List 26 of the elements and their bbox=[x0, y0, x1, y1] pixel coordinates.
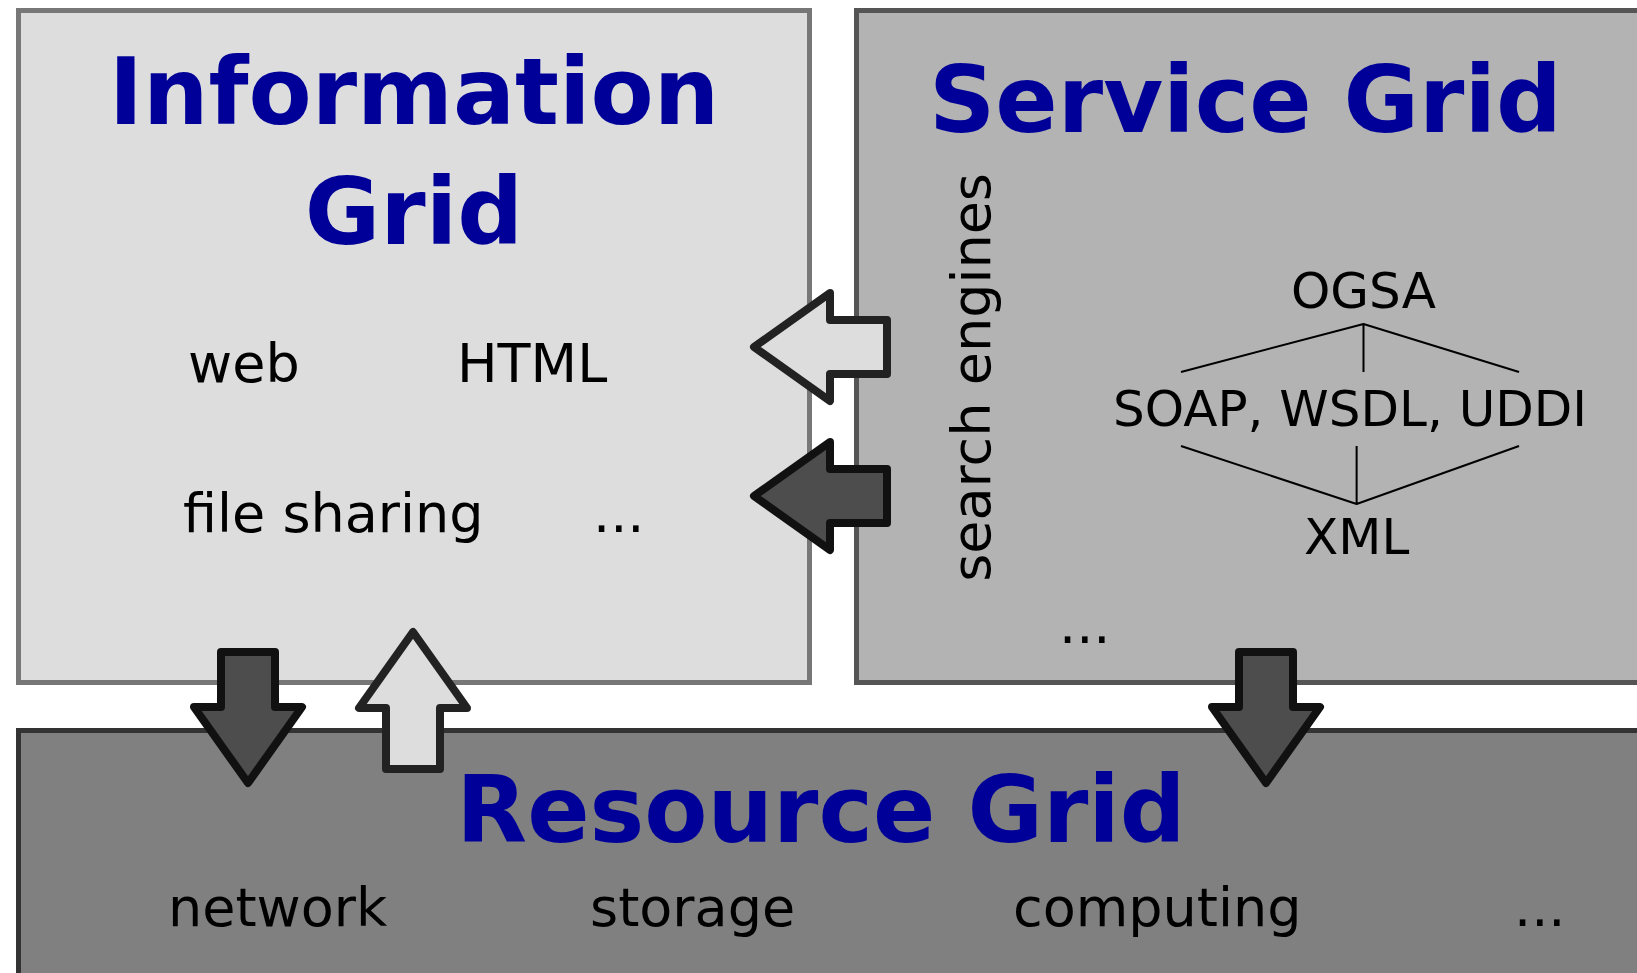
block-arrow bbox=[355, 628, 471, 773]
item-text: computing bbox=[1013, 881, 1302, 935]
service-panel bbox=[854, 8, 1637, 685]
block-arrow bbox=[750, 438, 891, 554]
item-text: web bbox=[188, 337, 300, 391]
item-text: search engines bbox=[945, 173, 999, 582]
text-label: OGSA bbox=[1291, 266, 1436, 316]
item-text: storage bbox=[590, 881, 796, 935]
ellipsis-text: ... bbox=[593, 487, 645, 541]
block-arrow bbox=[1208, 648, 1324, 787]
text-label: SOAP, WSDL, UDDI bbox=[1113, 384, 1588, 434]
connector-line bbox=[1180, 445, 1521, 505]
ellipsis-text: ... bbox=[1059, 598, 1111, 652]
connector-line bbox=[1180, 323, 1521, 373]
ellipsis-text: ... bbox=[1514, 881, 1566, 935]
item-text: HTML bbox=[457, 337, 608, 391]
panel-title: Resource Grid bbox=[455, 756, 1187, 866]
panel-title: Service Grid bbox=[928, 46, 1563, 156]
item-text: network bbox=[168, 881, 388, 935]
info-panel bbox=[16, 8, 812, 685]
resource-panel bbox=[16, 728, 1637, 973]
item-text: file sharing bbox=[183, 487, 484, 541]
block-arrow bbox=[190, 648, 306, 787]
block-arrow bbox=[750, 289, 891, 405]
panel-title: Information Grid bbox=[107, 38, 721, 268]
text-label: XML bbox=[1304, 512, 1410, 562]
